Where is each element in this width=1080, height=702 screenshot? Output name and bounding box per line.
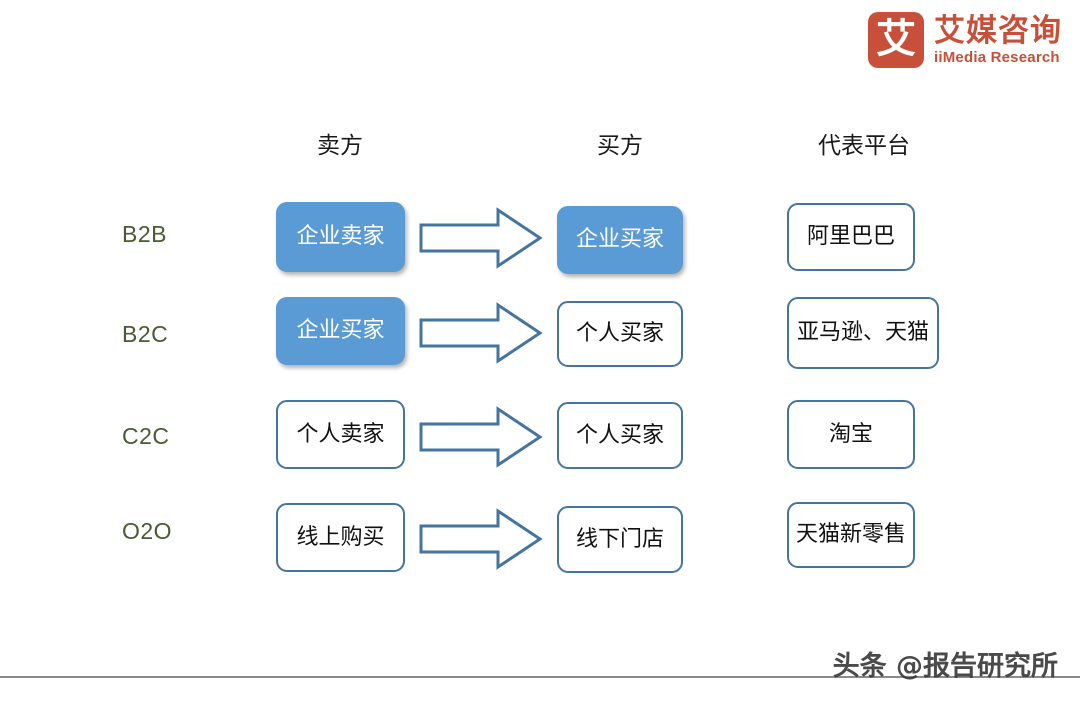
ecommerce-model-diagram: 卖方 买方 代表平台 B2B 企业卖家 企业买家 阿里巴巴 B2C 企业买家 个… — [122, 133, 939, 573]
buyer-node-b2c: 个人买家 — [557, 301, 683, 367]
flow-arrow-b2c — [419, 302, 543, 364]
row-label-b2c: B2C — [122, 321, 169, 347]
platform-node-b2c: 亚马逊、天猫 — [787, 297, 939, 369]
logo-glyph: 艾 — [876, 16, 916, 62]
column-header-buyer: 买方 — [597, 133, 643, 159]
brand-name-en: iiMedia Research — [934, 49, 1060, 66]
buyer-node-c2c: 个人买家 — [557, 402, 683, 469]
row-label-b2b: B2B — [122, 221, 167, 247]
platform-node-c2c: 淘宝 — [787, 400, 915, 469]
seller-node-o2o: 线上购买 — [276, 503, 405, 572]
buyer-node-b2b: 企业买家 — [557, 206, 683, 274]
seller-node-b2b: 企业卖家 — [276, 202, 405, 272]
footer-divider — [0, 676, 1080, 678]
platform-node-o2o: 天猫新零售 — [787, 502, 915, 568]
platform-node-b2b: 阿里巴巴 — [787, 203, 915, 271]
row-label-c2c: C2C — [122, 423, 170, 449]
seller-node-c2c: 个人卖家 — [276, 400, 405, 469]
brand-logo: 艾 艾媒咨询 iiMedia Research — [868, 12, 1062, 68]
flow-arrow-c2c — [419, 406, 543, 468]
brand-wordmark: 艾媒咨询 iiMedia Research — [934, 12, 1062, 67]
flow-arrow-b2b — [419, 207, 543, 269]
column-header-platform: 代表平台 — [818, 133, 910, 159]
source-watermark: 头条 @报告研究所 — [832, 651, 1058, 682]
seller-node-b2c: 企业买家 — [276, 297, 405, 365]
brand-name-cn: 艾媒咨询 — [934, 13, 1062, 49]
row-label-o2o: O2O — [122, 518, 173, 544]
iimedia-logo-mark: 艾 — [868, 12, 924, 68]
flow-arrow-o2o — [419, 508, 543, 570]
buyer-node-o2o: 线下门店 — [557, 506, 683, 573]
column-header-seller: 卖方 — [317, 133, 363, 159]
